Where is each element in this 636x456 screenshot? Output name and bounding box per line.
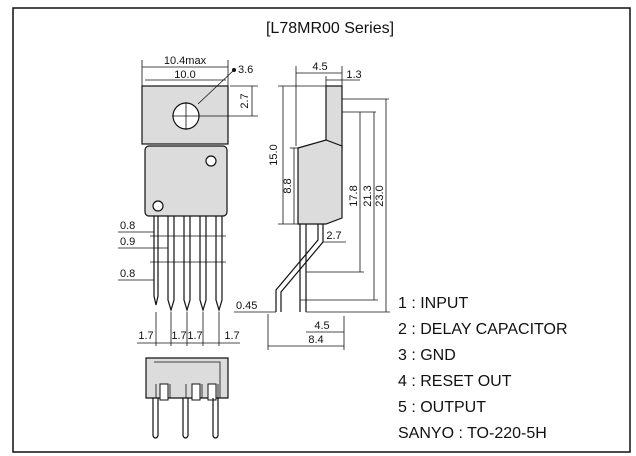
pin1-marker-dot xyxy=(152,200,164,212)
dim-lead-width-a: 0.8 xyxy=(120,220,135,232)
dim-tab-thickness: 4.5 xyxy=(312,61,327,73)
dim-pitch-1: 1.7 xyxy=(138,330,153,342)
pin-3-label: 3 : GND xyxy=(398,347,456,364)
package-name: SANYO : TO-220-5H xyxy=(398,425,547,442)
dim-lead-offset: 4.5 xyxy=(314,320,329,332)
dim-pitch-3: 1.7 xyxy=(187,330,202,342)
dim-pitch-4: 1.7 xyxy=(224,330,239,342)
dim-pitch-2: 1.7 xyxy=(171,330,186,342)
dim-height-23: 23.0 xyxy=(374,185,386,206)
pin-4-label: 4 : RESET OUT xyxy=(398,373,512,390)
pin-5-label: 5 : OUTPUT xyxy=(398,399,486,416)
drawing-title: [L78MR00 Series] xyxy=(266,20,394,37)
dim-height-21: 21.3 xyxy=(362,185,374,206)
front-leads xyxy=(150,216,226,313)
body-marker-dot xyxy=(205,155,217,167)
dim-height-17: 17.8 xyxy=(348,185,360,206)
dim-width: 10.0 xyxy=(174,69,195,81)
dim-lead-thickness: 0.45 xyxy=(236,300,257,312)
dim-hole-diameter: 3.6 xyxy=(238,64,253,76)
side-body xyxy=(297,139,343,225)
dim-tab-offset: 1.3 xyxy=(346,69,361,81)
dim-bend: 2.7 xyxy=(326,230,341,242)
dim-width-max: 10.4max xyxy=(164,55,207,67)
pin-1-label: 1 : INPUT xyxy=(398,295,468,312)
dim-overall-depth: 8.4 xyxy=(308,334,323,346)
dim-lead-width-b: 0.9 xyxy=(120,236,135,248)
dim-hole-offset: 2.7 xyxy=(239,93,251,108)
dim-body-height: 15.0 xyxy=(268,144,280,165)
pin-legend: 1 : INPUT 2 : DELAY CAPACITOR 3 : GND 4 … xyxy=(398,295,568,442)
side-view: 4.5 1.3 15.0 8.8 17.8 21.3 23.0 2.7 0.45 xyxy=(234,61,390,350)
front-view: 10.4max 10.0 3.6 2.7 0.8 0.9 0.8 1.7 1.7… xyxy=(118,55,258,346)
dim-lead-width-c: 0.8 xyxy=(120,268,135,280)
dim-mold-height: 8.8 xyxy=(282,178,294,193)
pin-2-label: 2 : DELAY CAPACITOR xyxy=(398,321,568,338)
bottom-view xyxy=(145,357,229,439)
drawing-border xyxy=(12,7,631,453)
